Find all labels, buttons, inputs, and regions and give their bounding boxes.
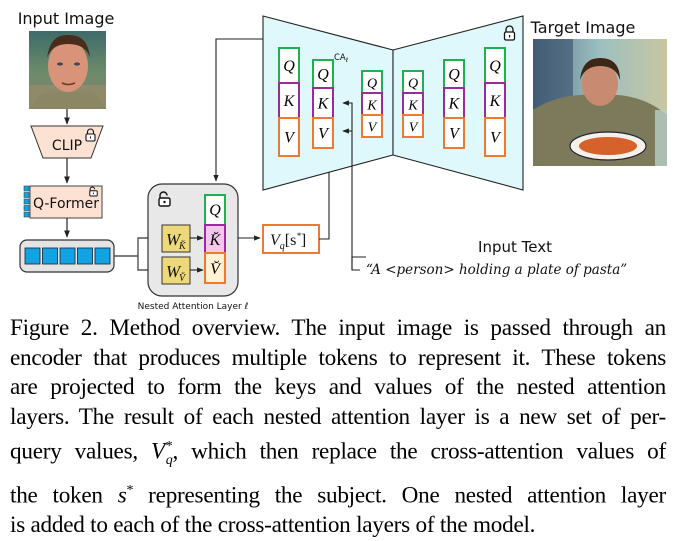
nested-v-label: V̆: [210, 259, 222, 278]
qformer-block: Q-Former: [23, 185, 103, 219]
unet-v-label: V: [449, 126, 461, 143]
w-k-label: W: [166, 230, 182, 249]
nested-layer-caption: Nested Attention Layer ℓ: [138, 302, 249, 312]
unet-v-label: V: [490, 130, 502, 147]
query-tokens: [23, 185, 30, 218]
clip-label: CLIP: [52, 138, 82, 154]
unet-v-box: [312, 117, 334, 149]
image-token: [42, 247, 58, 265]
cross-attention-block: Q K V: [484, 47, 506, 157]
caption-line: is added to each of the cross-attention …: [10, 512, 536, 539]
unet-v-label: V: [409, 121, 419, 136]
w-k-subscript: K̆: [178, 239, 187, 252]
unet-k-label: K: [407, 99, 418, 114]
image-token: [77, 247, 93, 265]
qformer-label: Q-Former: [33, 196, 99, 212]
unet-k-label: K: [366, 99, 377, 114]
lock-open-icon: [89, 186, 98, 197]
target-image-label: Target Image: [530, 18, 636, 37]
unet-k-label: K: [489, 93, 502, 110]
ca-layer-label: CAℓ: [334, 53, 348, 64]
w-v-label: W: [166, 262, 182, 281]
unet-v-label: V: [368, 121, 378, 136]
lock-closed-icon: [503, 25, 516, 41]
unet-v-box: [278, 117, 300, 157]
cross-attention-block: QKV: [312, 59, 334, 149]
w-v-projection: W V̆: [161, 256, 191, 285]
unet-v-label: V: [284, 130, 296, 147]
cross-attention-block: QKV: [443, 59, 465, 149]
unet-v-label: V: [318, 126, 330, 143]
caption-line: query values, V*q, which then replace th…: [10, 438, 666, 469]
svg-text:Vq[s*]: Vq[s*]: [270, 231, 306, 252]
caption-line: are projected to form the keys and value…: [10, 374, 666, 400]
unet-k-label: K: [283, 93, 296, 110]
input-image: [29, 31, 106, 109]
w-k-projection: W K̆: [161, 224, 191, 253]
token-sequence: [19, 239, 115, 273]
unet-v-box: [484, 117, 506, 157]
unet-v-box: [402, 114, 424, 138]
caption-line: the token s* representing the subject. O…: [10, 482, 667, 509]
unet-v-box: [443, 117, 465, 149]
figure-caption: Figure 2. Method overview. The input ima…: [10, 314, 666, 541]
method-diagram: Input Image CLIP Q-Former: [18, 9, 667, 312]
prompt-text: “A <person> holding a plate of pasta”: [366, 262, 627, 278]
vq-output-box: Vq[s*]: [262, 224, 320, 254]
clip-encoder: CLIP: [30, 125, 104, 159]
cross-attention-block: QKV: [361, 70, 383, 138]
nested-v-box: [204, 252, 226, 284]
cross-attention-block: Q K V: [278, 47, 300, 157]
lock-open-icon: [158, 191, 171, 207]
nested-q-label: Q: [209, 202, 221, 219]
unet-q-label: Q: [317, 67, 329, 84]
unet-v-box: [361, 114, 383, 138]
unet-q-label: Q: [448, 67, 460, 84]
image-token: [59, 247, 76, 265]
caption-line: Figure 2. Method overview. The input ima…: [10, 315, 666, 341]
image-token: [24, 247, 41, 265]
unet-q-label: Q: [283, 58, 295, 75]
w-v-subscript: V̆: [179, 271, 187, 284]
unet-k-label: K: [317, 96, 330, 113]
unet-k-label: K: [448, 96, 461, 113]
caption-line: encoder that produces multiple tokens to…: [10, 344, 666, 371]
nested-attention-layer: W K̆ W V̆ Q K̆ V̆: [147, 183, 239, 297]
unet-q-label: Q: [489, 58, 501, 75]
input-text-label: Input Text: [478, 238, 552, 256]
nested-k-label: K̆: [209, 230, 222, 249]
unet-q-label: Q: [367, 77, 377, 92]
input-image-label: Input Image: [18, 9, 115, 28]
cross-attention-block: QKV: [402, 70, 424, 138]
image-token: [94, 247, 111, 265]
target-image: [533, 39, 667, 166]
lock-closed-icon: [85, 128, 96, 142]
caption-line: layers. The result of each nested attent…: [10, 403, 666, 430]
unet-q-label: Q: [408, 77, 418, 92]
